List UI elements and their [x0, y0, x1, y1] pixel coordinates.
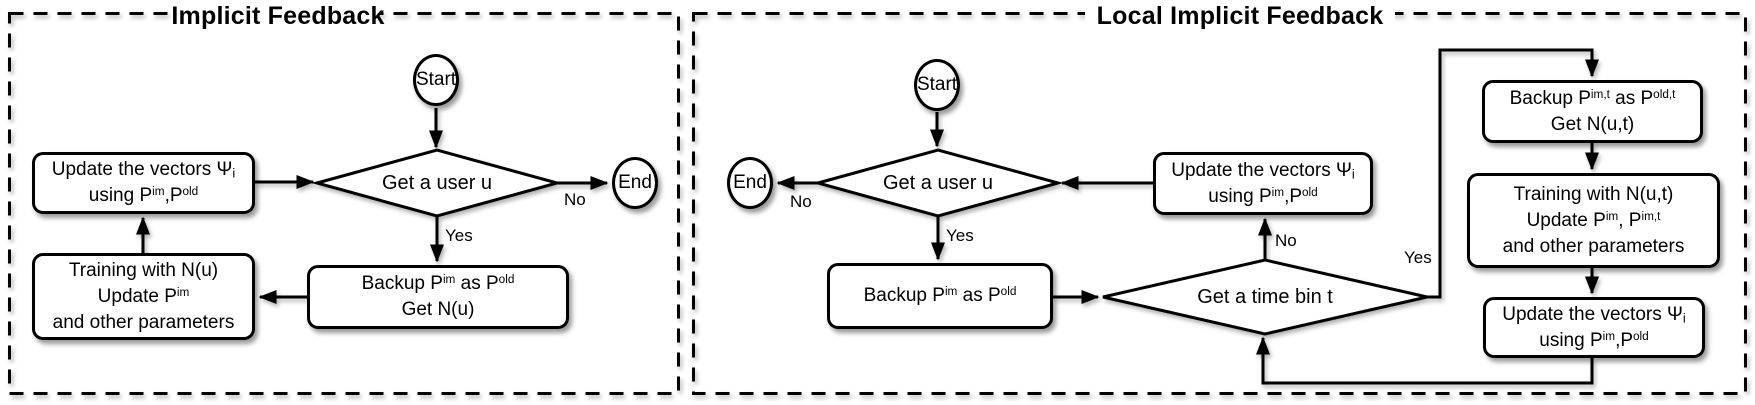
left-update-vectors-box: Update the vectors Ψi using Pim,Pold [32, 152, 255, 214]
box-line: and other parameters [1502, 235, 1685, 257]
box-line: Backup Pim,t as Pold,t [1509, 87, 1676, 109]
box-line: Get N(u,t) [1550, 113, 1635, 135]
box-line: Get N(u) [401, 299, 475, 320]
right-user-yes-label: Yes [946, 226, 974, 245]
box-line: Update Pim [97, 285, 190, 307]
left-start-terminal: Start [413, 54, 459, 106]
box-line: using Pim,Pold [1208, 185, 1318, 207]
right-backup-box: Backup Pim as Pold [827, 263, 1053, 329]
right-backup-t-box: Backup Pim,t as Pold,t Get N(u,t) [1482, 80, 1703, 143]
box-line: using Pim,Pold [1539, 329, 1649, 351]
left-start-label: Start [415, 69, 457, 90]
right-end-label: End [733, 172, 767, 193]
left-panel-title: Implicit Feedback [171, 0, 384, 32]
left-no-label: No [564, 190, 586, 209]
box-line: Update the vectors Ψi [51, 159, 236, 181]
right-end-terminal: End [727, 157, 773, 209]
left-decision-user-diamond [311, 148, 563, 218]
right-decision-user-diamond [812, 148, 1064, 218]
right-decision-user-label: Get a user u [882, 171, 994, 194]
right-panel-title: Local Implicit Feedback [1085, 0, 1395, 32]
box-line: Training with N(u) [68, 259, 219, 281]
left-end-label: End [618, 172, 652, 193]
right-start-label: Start [916, 74, 958, 95]
box-line: Update the vectors Ψi [1171, 159, 1355, 182]
right-update-vectors-right-box: Update the vectors Ψi using Pim,Pold [1483, 297, 1705, 358]
left-panel-border [8, 12, 680, 395]
right-training-t-box: Training with N(u,t) Update Pim, Pim,t a… [1467, 173, 1720, 268]
left-decision-user-label: Get a user u [381, 171, 493, 194]
right-decision-time-label: Get a time bin t [1197, 285, 1333, 308]
right-time-yes-label: Yes [1404, 248, 1432, 267]
right-update-vectors-mid-box: Update the vectors Ψi using Pim,Pold [1153, 152, 1373, 215]
box-line: Training with N(u,t) [1513, 183, 1674, 205]
box-line: Backup Pim as Pold [361, 273, 515, 294]
right-decision-time-diamond [1102, 258, 1428, 336]
right-time-no-label: No [1275, 231, 1297, 250]
box-line: Update Pim, Pim,t [1526, 209, 1661, 231]
left-end-terminal: End [612, 157, 658, 209]
right-panel-arrows [776, 48, 1599, 385]
right-start-terminal: Start [914, 59, 960, 111]
box-line: Backup Pim as Pold [863, 285, 1017, 306]
left-training-box: Training with N(u) Update Pim and other … [32, 253, 255, 340]
box-line: and other parameters [52, 311, 235, 333]
box-line: Update the vectors Ψi [1502, 303, 1686, 326]
right-panel-border [692, 12, 1747, 395]
box-line: using Pim,Pold [88, 185, 199, 206]
left-yes-label: Yes [445, 226, 473, 245]
left-panel-arrows [136, 108, 609, 304]
right-user-no-label: No [790, 192, 812, 211]
left-backup-box: Backup Pim as Pold Get N(u) [307, 265, 569, 329]
